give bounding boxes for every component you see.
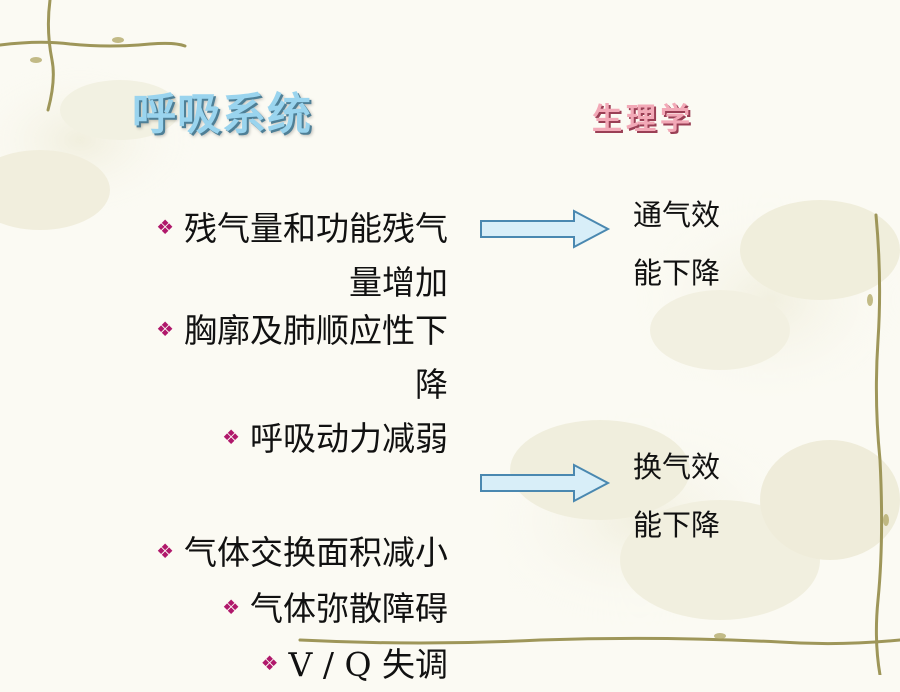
bullet-item: ❖ V / Q 失调 [92,636,448,692]
arrow-shape [480,209,611,249]
bullet-text: 残气量和功能残气 [184,209,448,248]
bullet-item: ❖ 气体交换面积减小 [92,524,448,580]
diamond-bullet-icon: ❖ [260,651,279,675]
bullet-item: ❖ 气体弥散障碍 [92,580,448,636]
bullet-list: ❖ 残气量和功能残气 量增加 ❖ 胸廓及肺顺应性下 降 ❖ 呼吸动力减弱 ❖ 气体交换面… [92,0,448,684]
result-line: 能下降 [633,256,721,290]
diamond-bullet-icon: ❖ [156,539,174,563]
bullet-item: ❖ 残气量和功能残气 量增加 [92,200,448,310]
bullet-text-continued: 量增加 [349,263,448,302]
result-line: 能下降 [633,508,721,542]
result-text-gas-exchange: 换气效 能下降 [633,438,763,554]
blossom-right [630,190,900,410]
arrow-shape [480,463,611,503]
bullet-text: 气体弥散障碍 [250,589,448,628]
bullet-text-continued: 降 [415,365,448,404]
background-decoration [0,0,900,675]
bullet-text: V / Q 失调 [288,645,448,684]
diamond-bullet-icon: ❖ [222,595,240,619]
result-text-ventilation: 通气效 能下降 [633,186,763,302]
diamond-bullet-icon: ❖ [222,425,240,449]
blossom-bottom [470,410,900,630]
vine-frame [0,0,900,675]
bullet-text: 胸廓及肺顺应性下 [184,311,448,350]
bullet-text: 呼吸动力减弱 [250,419,448,458]
vine-leaves [30,37,889,639]
bullet-item: ❖ 呼吸动力减弱 [92,410,448,466]
right-arrow-icon [480,209,611,249]
slide-subtitle: 生理学 [592,102,694,137]
diamond-bullet-icon: ❖ [156,215,174,239]
result-line: 换气效 [633,450,721,484]
bullet-item: ❖ 胸廓及肺顺应性下 降 [92,302,448,412]
right-arrow-icon [480,463,611,503]
diamond-bullet-icon: ❖ [156,317,174,341]
bullet-text: 气体交换面积减小 [184,533,448,572]
slide-title: 呼吸系统 [132,89,312,140]
result-line: 通气效 [633,198,721,232]
